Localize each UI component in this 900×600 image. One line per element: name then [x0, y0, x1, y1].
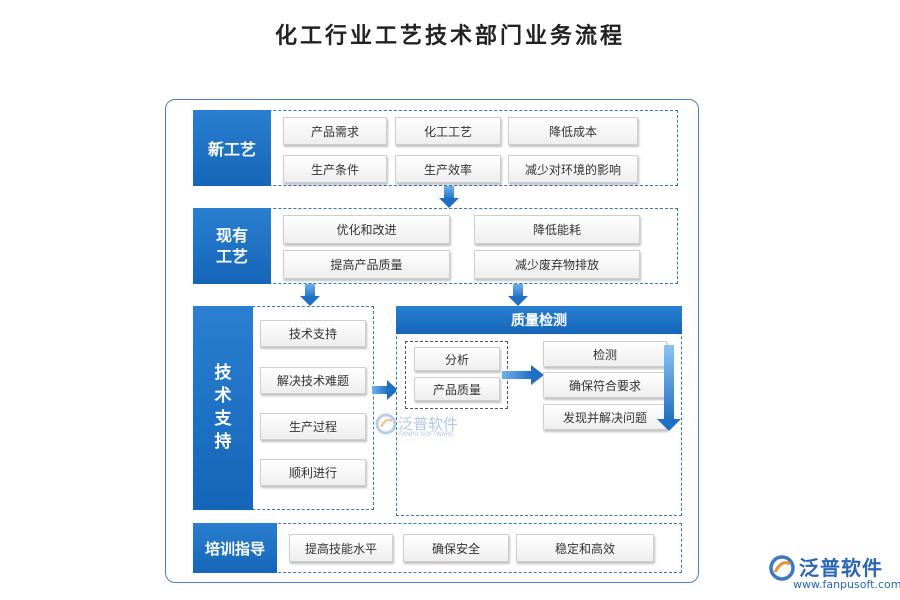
- chip-improve-quality: 提高产品质量: [283, 250, 450, 279]
- tech-support-label-char: 持: [214, 432, 232, 452]
- tech-support-label-char: 术: [214, 386, 232, 406]
- tech-support-label-char: 技: [214, 363, 232, 383]
- chip-find-solve-issues: 发现并解决问题: [543, 404, 667, 430]
- chip-reduce-energy: 降低能耗: [474, 215, 640, 244]
- chip-reduce-env-impact: 减少对环境的影响: [508, 155, 638, 183]
- chip-improve-skills: 提高技能水平: [289, 534, 393, 562]
- chip-product-quality: 产品质量: [414, 377, 500, 401]
- brand-url: www.fanpusoft.com: [793, 578, 900, 591]
- page-title: 化工行业工艺技术部门业务流程: [274, 24, 625, 49]
- arrow-right-icon: [372, 380, 398, 400]
- arrow-down-icon: [439, 186, 459, 208]
- chip-inspection: 检测: [543, 341, 667, 367]
- chip-ensure-safety: 确保安全: [403, 534, 509, 562]
- arrow-down-icon: [508, 284, 528, 306]
- chip-production-efficiency: 生产效率: [395, 155, 501, 183]
- existing-process-label-line2: 工艺: [215, 247, 248, 266]
- new-process-label: 新工艺: [193, 110, 271, 186]
- arrow-down-long-icon: [657, 345, 681, 431]
- arrow-right-icon: [502, 365, 544, 385]
- chip-reduce-waste: 减少废弃物排放: [474, 250, 640, 279]
- chip-production-process: 生产过程: [260, 413, 366, 440]
- chip-stable-efficient: 稳定和高效: [516, 534, 654, 562]
- chip-optimize-improve: 优化和改进: [283, 215, 450, 244]
- chip-product-demand: 产品需求: [283, 117, 387, 145]
- quality-label: 质量检测: [396, 306, 682, 334]
- tech-support-label-char: 支: [214, 409, 232, 429]
- chip-smooth-operation: 顺利进行: [260, 459, 366, 486]
- watermark-subtext: FANPU SOFTWARE: [399, 431, 454, 438]
- existing-process-label-line1: 现有: [215, 226, 248, 245]
- chip-analysis: 分析: [414, 347, 500, 371]
- chip-meet-requirements: 确保符合要求: [543, 372, 667, 398]
- brand-logo-icon: [769, 555, 795, 581]
- chip-chemical-process: 化工工艺: [395, 117, 501, 145]
- arrow-down-icon: [300, 284, 320, 306]
- tech-support-label: 技 术 支 持: [193, 306, 253, 510]
- training-label: 培训指导: [193, 523, 277, 573]
- existing-process-label: 现有 工艺: [193, 208, 271, 284]
- chip-reduce-cost: 降低成本: [508, 117, 638, 145]
- chip-solve-problems: 解决技术难题: [260, 367, 366, 394]
- brand-name: 泛普软件: [799, 556, 883, 580]
- watermark-text: 泛普软件: [398, 415, 459, 433]
- logo-icon: [375, 413, 397, 435]
- chip-tech-support: 技术支持: [260, 320, 366, 347]
- chip-production-conditions: 生产条件: [283, 155, 387, 183]
